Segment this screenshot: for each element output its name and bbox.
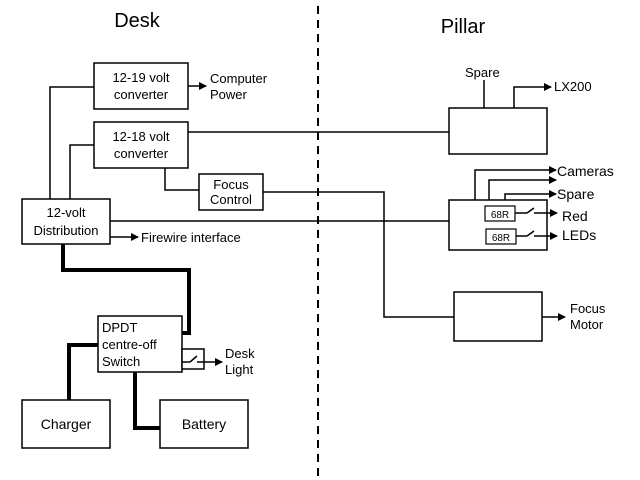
- focus-control-box: Focus Control: [198, 173, 264, 211]
- spare-label: Spare: [557, 186, 595, 202]
- dpdt-switch-label: DPDT: [102, 320, 137, 335]
- spare-top-label: Spare: [465, 65, 500, 80]
- arrows: [110, 82, 566, 366]
- focus-motor-pillar-box: [453, 291, 543, 342]
- desk-light-label: Desk: [225, 346, 255, 361]
- distribution-label: Distribution: [33, 223, 98, 238]
- resistor-68r-bottom: 68R: [485, 228, 517, 245]
- wires: [49, 80, 545, 370]
- battery-label: Battery: [182, 416, 226, 432]
- thick-wires: [61, 244, 191, 430]
- desk-light-label: Light: [225, 362, 254, 377]
- red-leds-label: LEDs: [562, 227, 596, 243]
- computer-power-label: Computer: [210, 71, 268, 86]
- converter-12-18-label: 12-18 volt: [112, 129, 169, 144]
- dpdt-switch-box: DPDT centre-off Switch: [97, 315, 183, 373]
- focus-control-label: Focus: [213, 177, 249, 192]
- resistor-label: 68R: [492, 233, 510, 244]
- pillar-heading: Pillar: [441, 16, 486, 38]
- cameras-label: Cameras: [557, 163, 614, 179]
- battery-box: Battery: [159, 399, 249, 449]
- focus-control-label: Control: [210, 192, 252, 207]
- charger-box: Charger: [21, 399, 111, 449]
- resistor-68r-top: 68R: [484, 205, 516, 222]
- converter-12-18-box: 12-18 volt converter: [93, 121, 189, 169]
- dpdt-switch-label: Switch: [102, 354, 140, 369]
- computer-power-label: Power: [210, 87, 248, 102]
- converter-12-19-label: converter: [114, 87, 169, 102]
- resistor-label: 68R: [491, 210, 509, 221]
- converter-12-19-box: 12-19 volt converter: [93, 62, 189, 110]
- lx200-label: LX200: [554, 79, 592, 94]
- focus-motor-label: Focus: [570, 301, 606, 316]
- desk-heading: Desk: [114, 10, 161, 32]
- distribution-box: 12-volt Distribution: [21, 198, 111, 245]
- distribution-label: 12-volt: [46, 205, 85, 220]
- lx200-pillar-box: [448, 107, 548, 155]
- firewire-label: Firewire interface: [141, 230, 241, 245]
- charger-label: Charger: [41, 416, 92, 432]
- converter-12-19-label: 12-19 volt: [112, 70, 169, 85]
- dpdt-switch-label: centre-off: [102, 337, 157, 352]
- focus-motor-label: Motor: [570, 317, 604, 332]
- converter-12-18-label: converter: [114, 146, 169, 161]
- red-leds-label: Red: [562, 208, 588, 224]
